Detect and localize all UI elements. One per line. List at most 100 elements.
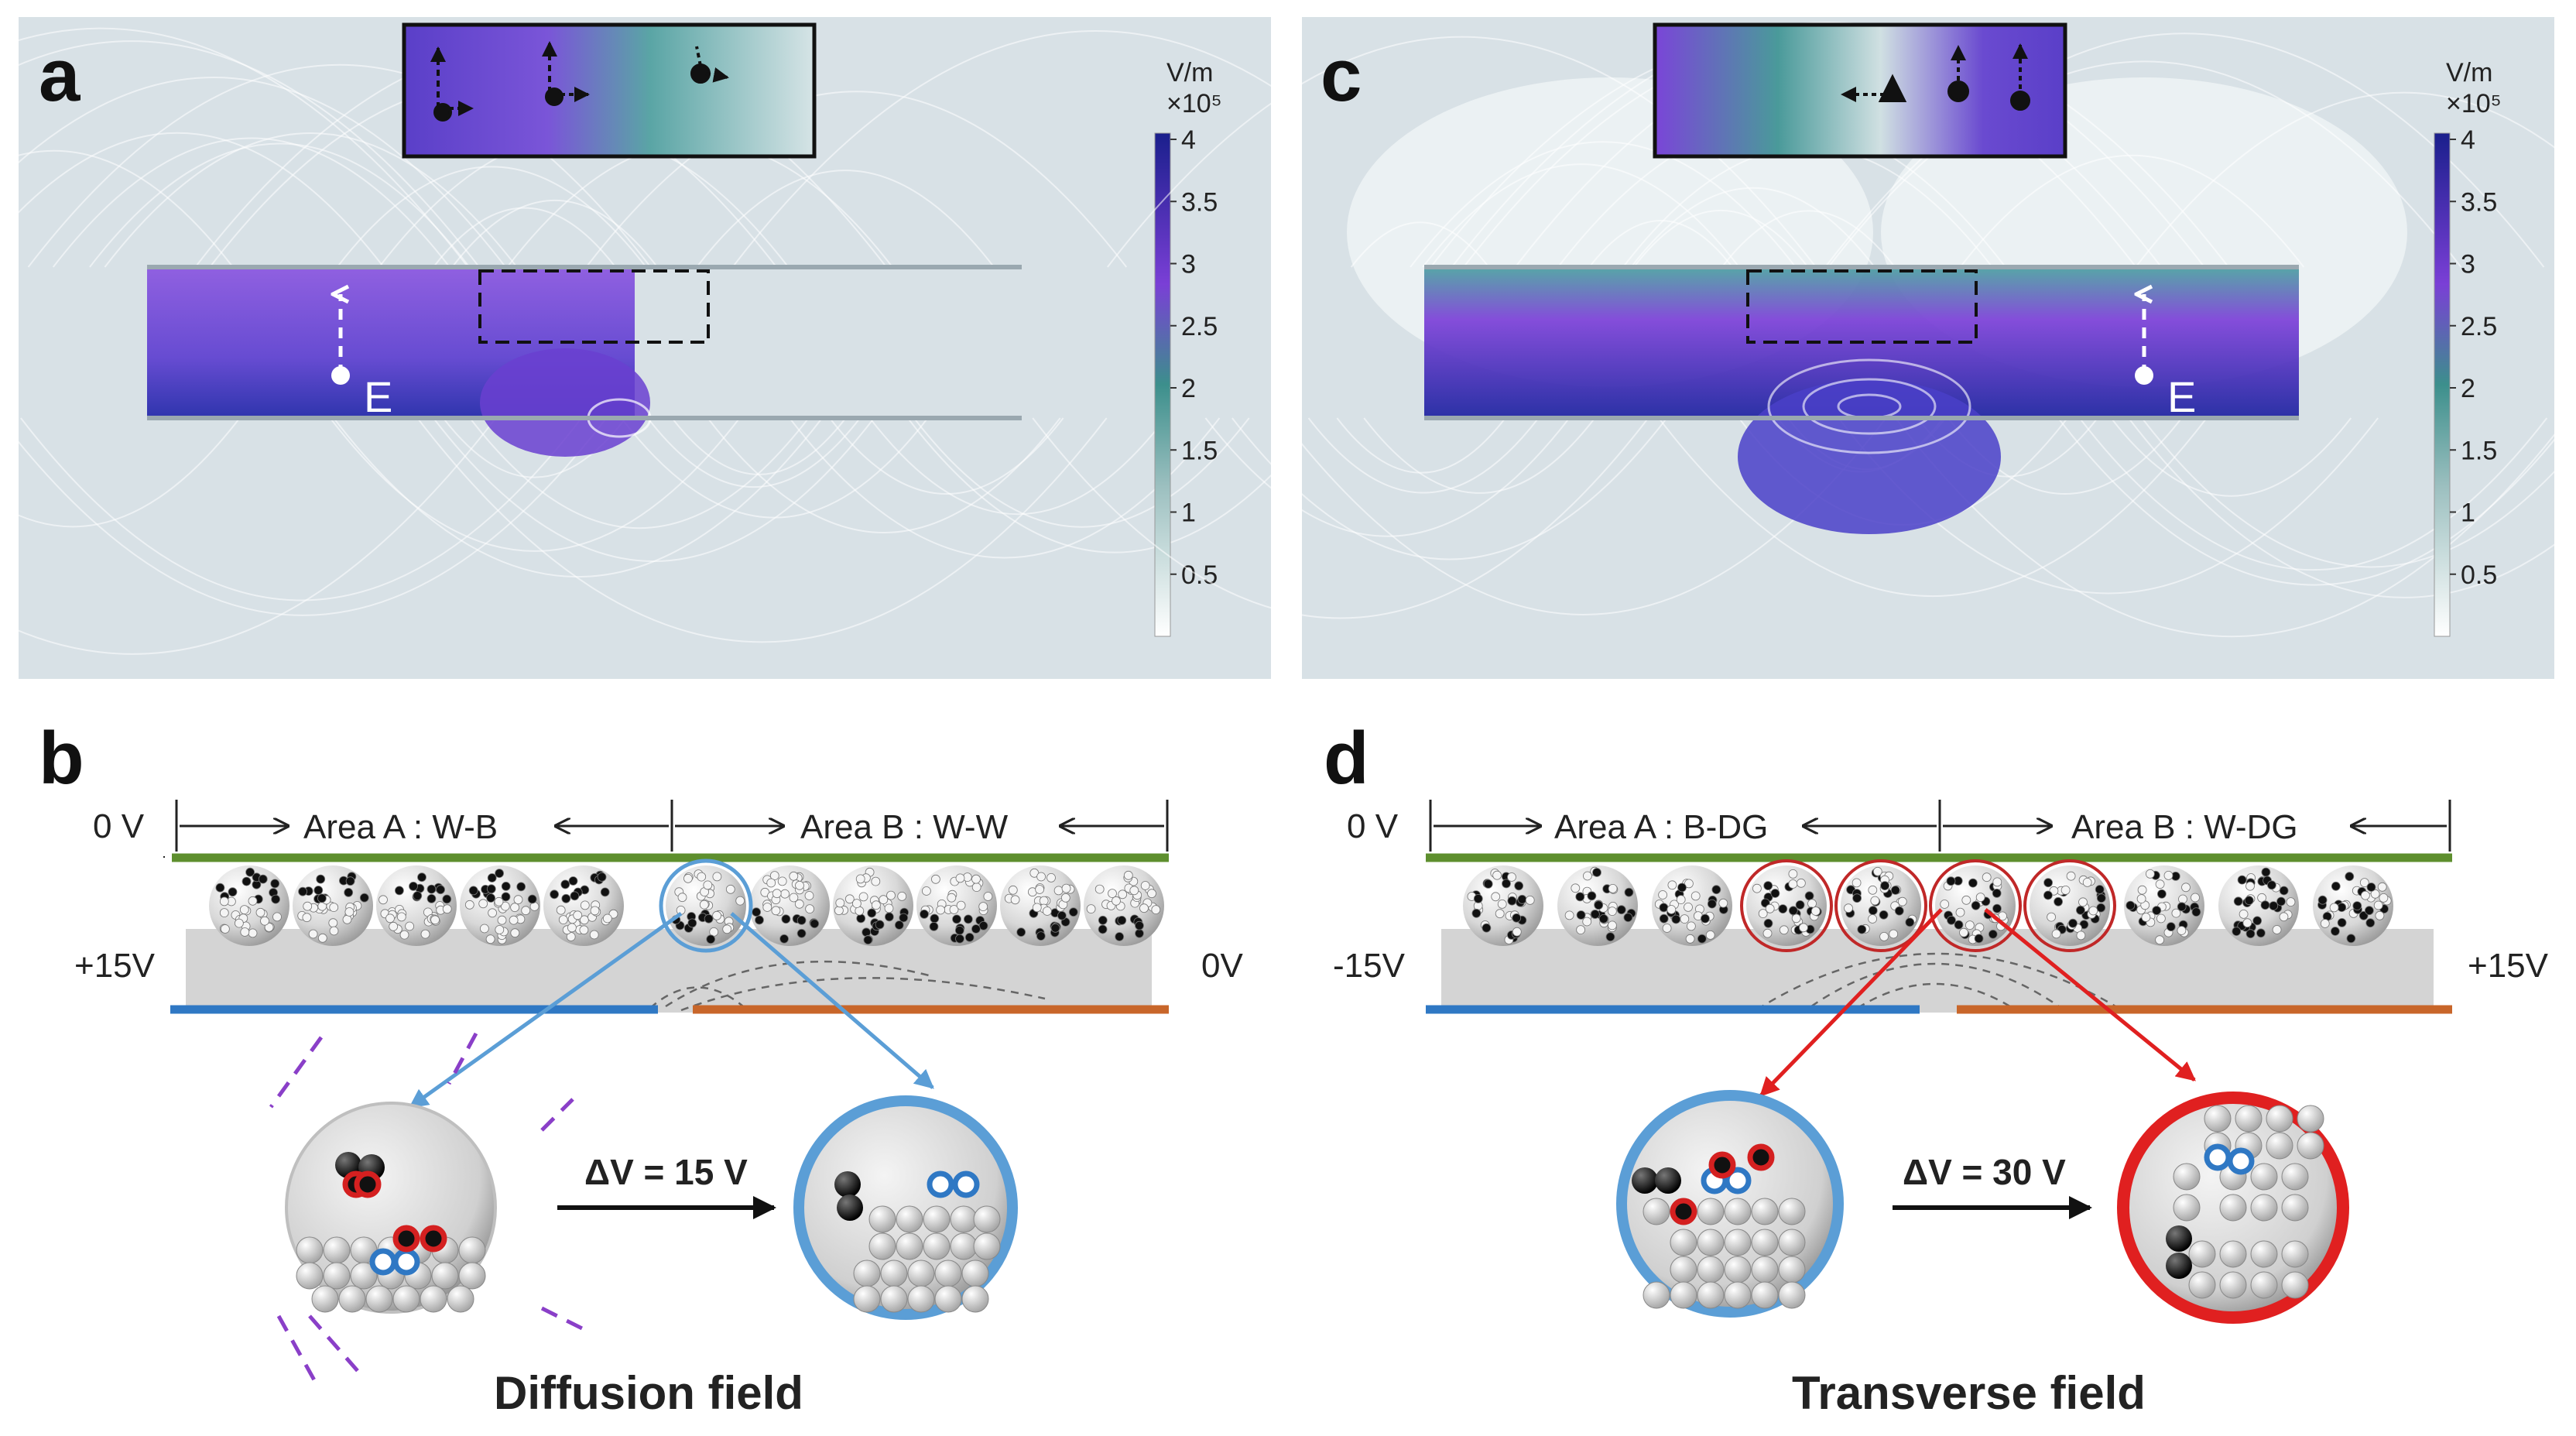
panel-c-colorbar-tick-label: 2	[2461, 374, 2475, 403]
streamline	[2078, 417, 2548, 571]
streamline	[0, 417, 608, 616]
capsule	[749, 865, 830, 946]
capsule	[1652, 865, 1732, 946]
streamline	[0, 149, 234, 268]
panel-c-field-simulation: E V/m ×10⁵ 43.532.521.510.5 c	[1032, 17, 2576, 679]
streamline	[1350, 221, 1490, 268]
panel-b-field-lines	[649, 960, 1046, 1012]
streamline	[2135, 91, 2576, 268]
capsule	[2313, 865, 2393, 946]
streamline	[0, 417, 241, 528]
panel-b-right-voltage: 0V	[1201, 947, 1243, 985]
streamline	[620, 417, 929, 519]
panel-c-colorbar-tick-label: 2.5	[2461, 312, 2497, 341]
streamline	[696, 170, 995, 268]
streamline	[329, 417, 741, 552]
streamline	[585, 91, 1128, 268]
panel-b-highlight-capsule	[659, 859, 753, 953]
panel-d-zoom-arrow-right	[1984, 908, 2196, 1081]
streamline	[1658, 417, 2208, 598]
capsule	[293, 865, 373, 946]
streamline	[0, 417, 497, 655]
panel-d-capsules	[1463, 865, 2393, 946]
panel-d-zoom-arrow-left	[1759, 908, 1943, 1097]
panel-c-field-label: E	[2167, 372, 2196, 421]
panel-d-top-voltage: 0 V	[1347, 807, 1399, 845]
streamline	[1828, 60, 2462, 268]
capsule	[1935, 865, 2016, 946]
panel-b-area-b-label: Area B : W-W	[800, 808, 1009, 846]
streamline	[1231, 417, 1668, 560]
capsule	[1746, 865, 1827, 946]
panel-d-right-voltage: +15V	[2468, 947, 2549, 985]
streamline	[0, 132, 385, 268]
panel-b-caption: Diffusion field	[494, 1367, 803, 1419]
streamline	[27, 63, 652, 268]
capsule	[1463, 865, 1543, 946]
panel-b-area-a-label: Area A : W-B	[303, 808, 498, 846]
panel-d-area-a-label: Area A : B-DG	[1554, 808, 1768, 846]
panel-c-zoom-region	[1746, 269, 1978, 344]
panel-b-zoom-arrow-right	[730, 912, 934, 1089]
streamline	[0, 40, 480, 268]
panel-d-highlight-capsules	[1740, 859, 2116, 952]
panel-c-colorbar-tick-label: 0.5	[2461, 560, 2497, 590]
panel-b-before-state	[269, 1032, 590, 1387]
streamline	[1895, 417, 2568, 638]
panel-a-colorbar: V/m ×10⁵ 43.532.521.510.5	[1154, 58, 1222, 637]
panel-a-colorbar-tick-label: 4	[1181, 125, 1196, 155]
panel-d-after-particles	[2166, 1105, 2324, 1299]
streamline	[829, 417, 1064, 495]
streamline	[1336, 417, 1506, 474]
panel-b-diffusion-dashes	[269, 1032, 590, 1387]
capsule	[209, 865, 289, 946]
streamline	[0, 77, 506, 268]
panel-a-colorbar-tick-label: 3.5	[1181, 187, 1218, 217]
streamline	[433, 417, 875, 562]
streamline	[1451, 21, 2205, 268]
streamline	[1204, 417, 1571, 537]
capsule	[1841, 865, 1921, 946]
panel-c-colorbar-tick-label: 3	[2461, 250, 2475, 279]
panel-c-colorbar-tick-label: 4	[2461, 125, 2475, 155]
streamline	[20, 417, 583, 601]
panel-d-area-b-label: Area B : W-DG	[2071, 808, 2298, 846]
streamline	[89, 142, 471, 268]
capsule	[2124, 865, 2204, 946]
streamline	[1032, 417, 1649, 619]
panel-b-delta-v: ΔV = 15 V	[584, 1152, 748, 1192]
streamline	[2110, 417, 2352, 497]
panel-d-before-particles	[1632, 1143, 1806, 1309]
streamline	[913, 417, 1250, 528]
panel-d-after-state	[2117, 1092, 2349, 1324]
streamline	[416, 417, 1108, 643]
panel-a-field-label: E	[364, 372, 392, 421]
streamline	[1959, 154, 2305, 268]
panel-a-colorbar-ticks: 43.532.521.510.5	[1170, 125, 1218, 590]
streamline	[1410, 141, 1797, 268]
panel-a-colorbar-tick-label: 2.5	[1181, 312, 1218, 341]
panel-d-delta-v: ΔV = 30 V	[1903, 1152, 2066, 1192]
panel-a-colorbar-unit: V/m	[1166, 58, 1213, 87]
streamline	[906, 417, 1322, 553]
panel-b-label: b	[39, 717, 84, 800]
streamline	[647, 417, 861, 488]
panel-a-colorbar-tick-label: 1	[1181, 499, 1196, 528]
panel-a-colorbar-tick-label: 3	[1181, 250, 1196, 279]
streamline	[104, 132, 518, 268]
capsule	[2218, 865, 2299, 946]
panel-c-zoom-inset	[1653, 22, 2067, 159]
panel-a-edge-field	[480, 348, 650, 457]
panel-c-inset-dipoles	[1841, 43, 2030, 111]
panel-c-colorbar-tick-label: 1.5	[2461, 436, 2497, 465]
capsule	[376, 865, 457, 946]
panel-a-colorbar-tick-label: 0.5	[1181, 560, 1218, 590]
panel-d-before-state	[1616, 1090, 1844, 1318]
panel-c-colorbar-ticks: 43.532.521.510.5	[2450, 125, 2497, 590]
streamline	[52, 137, 450, 268]
capsule	[543, 865, 624, 946]
panel-a-inset-dipoles	[430, 41, 729, 122]
panel-c-field-arrow: E	[2135, 294, 2196, 421]
streamline	[2141, 417, 2576, 568]
